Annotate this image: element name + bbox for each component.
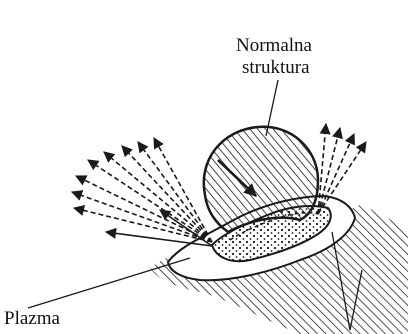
label-normal-line1: Normalna: [236, 35, 312, 57]
ejection-arrows-left: [72, 138, 212, 242]
label-normal-line2: struktura: [242, 57, 310, 79]
label-plasma: Plazma: [4, 308, 60, 330]
leader-plasma: [28, 258, 190, 308]
